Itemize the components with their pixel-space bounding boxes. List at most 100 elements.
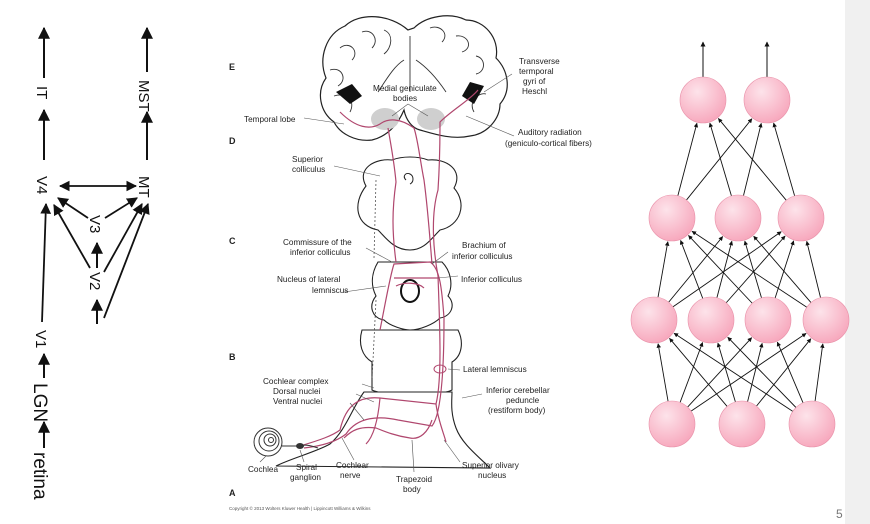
neuron-l2-2 xyxy=(777,194,825,242)
label-superior-colliculus-1: colliculus xyxy=(292,165,325,174)
connection-l0-0-1 xyxy=(679,342,704,403)
label-superior-olivary-1: nucleus xyxy=(478,471,506,480)
label-spiral-ganglion-0: Spiral xyxy=(296,463,317,472)
area-label-v2: V2 xyxy=(86,272,103,290)
label-spiral-ganglion-1: ganglion xyxy=(290,473,321,482)
lateral-fissure-left xyxy=(336,84,362,104)
label-commissure-0: Commissure of the xyxy=(283,238,352,247)
label-cochlear-complex-2: Ventral nuclei xyxy=(273,397,322,406)
connection-l1-1-1 xyxy=(716,240,733,298)
auditory-fibers xyxy=(299,89,479,449)
arrow-v3-mt xyxy=(104,197,138,219)
neuron-l2-1 xyxy=(714,194,762,242)
connection-l0-1-2 xyxy=(747,342,764,402)
network-connections xyxy=(656,41,825,412)
neuron-l1-2 xyxy=(744,296,792,344)
connection-l2-2-0 xyxy=(717,118,787,201)
level-letter-c: C xyxy=(229,236,236,246)
neuron-l3-0 xyxy=(679,76,727,124)
arrow-v2-mt xyxy=(103,203,143,273)
cerebrum-outline xyxy=(319,15,508,141)
label-transverse-2: gyri of xyxy=(523,77,546,86)
connection-l1-0-1 xyxy=(668,236,724,303)
area-label-lgn: LGN xyxy=(29,383,50,422)
arrow-v1-v4 xyxy=(40,202,52,323)
connection-l1-0-2 xyxy=(672,231,782,308)
area-label-v4: V4 xyxy=(33,176,50,194)
connection-l1-2-2 xyxy=(774,240,795,299)
label-transverse-1: termporal xyxy=(519,67,554,76)
neuron-l1-0 xyxy=(630,296,678,344)
connection-l0-1-1 xyxy=(716,342,736,403)
area-label-it: IT xyxy=(33,86,50,99)
connection-l0-2-2 xyxy=(776,341,804,403)
neuron-l1-3 xyxy=(802,296,850,344)
connection-l2-1-0 xyxy=(708,122,732,197)
label-medial-geniculate-0: Medial geniculate xyxy=(373,84,437,93)
label-cochlea: Cochlea xyxy=(248,465,278,474)
spiral-ganglion xyxy=(296,443,304,449)
connection-l1-3-2 xyxy=(805,240,821,298)
level-letter-d: D xyxy=(229,136,236,146)
label-medial-geniculate-1: bodies xyxy=(393,94,417,103)
label-inferior-colliculus: Inferior colliculus xyxy=(461,275,522,284)
connection-l0-2-0 xyxy=(673,332,794,412)
neuron-l1-1 xyxy=(687,296,735,344)
label-superior-colliculus-0: Superior xyxy=(292,155,323,164)
lateral-fissure-right xyxy=(462,82,484,104)
arrow-v2-v4 xyxy=(53,204,91,269)
label-cochlear-complex-0: Cochlear complex xyxy=(263,377,329,386)
network-neurons xyxy=(630,76,850,448)
neuron-l2-0 xyxy=(648,194,696,242)
label-cochlear-nerve-1: nerve xyxy=(340,471,361,480)
label-inferior-cerebellar-0: Inferior cerebellar xyxy=(486,386,550,395)
midbrain-outline xyxy=(357,156,462,251)
label-commissure-1: inferior colliculus xyxy=(290,248,351,257)
label-inferior-cerebellar-2: (restiform body) xyxy=(488,406,546,415)
neuron-l0-0 xyxy=(648,400,696,448)
connection-l1-3-0 xyxy=(691,230,808,308)
arrow-v1-mt xyxy=(103,202,150,319)
midline-dashed xyxy=(371,179,377,381)
copyright-line: Copyright © 2013 Wolters Kluwer Health |… xyxy=(229,505,371,511)
connection-l2-0-1 xyxy=(686,118,753,201)
connection-l2-0-0 xyxy=(677,122,699,196)
label-auditory-radiation-1: (geniculo-cortical fibers) xyxy=(505,139,592,148)
connection-l2-2-1 xyxy=(772,122,796,197)
level-letter-e: E xyxy=(229,62,235,72)
area-label-mst: MST xyxy=(135,80,152,112)
label-superior-olivary-0: Superior olivary xyxy=(462,461,520,470)
right-edge-panel xyxy=(845,0,870,524)
area-label-mt: MT xyxy=(135,176,152,198)
label-cochlear-complex-1: Dorsal nuclei xyxy=(273,387,321,396)
label-auditory-radiation-0: Auditory radiation xyxy=(518,128,582,137)
arrow-v3-v4 xyxy=(57,197,89,219)
connection-l0-0-2 xyxy=(687,337,753,408)
label-transverse-3: Heschl xyxy=(522,87,547,96)
label-temporal-lobe: Temporal lobe xyxy=(244,115,296,124)
neural-network-diagram xyxy=(630,41,850,448)
area-label-retina: retina xyxy=(29,452,50,500)
area-label-v1: V1 xyxy=(32,330,49,348)
label-nucleus-lateral-lemniscus-1: lemniscus xyxy=(312,286,348,295)
level-letter-a: A xyxy=(229,488,236,498)
lower-brainstem-outline xyxy=(275,391,492,469)
label-cochlear-nerve-0: Cochlear xyxy=(336,461,369,470)
label-transverse-0: Transverse xyxy=(519,57,560,66)
connection-l0-1-0 xyxy=(669,337,728,407)
connection-l0-2-1 xyxy=(727,336,797,408)
connection-l1-1-0 xyxy=(679,239,704,299)
connection-l0-1-3 xyxy=(756,338,812,407)
label-trapezoid-1: body xyxy=(403,485,422,494)
label-brachium-1: inferior colliculus xyxy=(452,252,513,261)
neuron-l0-1 xyxy=(718,400,766,448)
connection-l1-0-0 xyxy=(657,241,670,298)
label-brachium-0: Brachium of xyxy=(462,241,506,250)
cerebral-aqueduct xyxy=(403,173,414,185)
connection-l1-2-0 xyxy=(688,235,753,304)
fourth-ventricle xyxy=(400,279,420,303)
page-number: 5 xyxy=(836,507,843,521)
label-trapezoid-0: Trapezoid xyxy=(396,475,433,484)
connection-l0-0-3 xyxy=(690,333,807,412)
